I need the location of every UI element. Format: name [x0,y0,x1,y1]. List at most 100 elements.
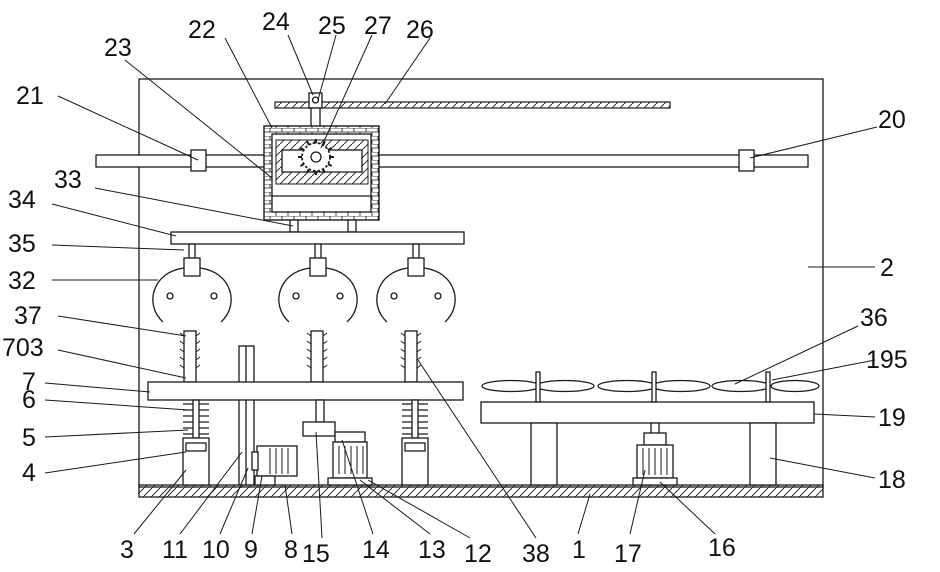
table-leg-left [531,423,557,485]
tray-1-left [482,381,540,392]
label-38: 38 [522,540,550,568]
label-15: 15 [302,540,330,568]
label-34: 34 [8,186,36,214]
leader-33 [95,188,293,226]
conveyor-table [481,402,814,423]
tray-3-left [712,381,770,392]
label-23: 23 [104,34,132,62]
top-rack [275,102,670,108]
gripper-2-head [310,258,326,276]
leader-7 [45,383,150,392]
brush-rod-1-body [184,331,196,382]
label-22: 22 [188,16,216,44]
leader-703 [58,350,186,378]
label-25: 25 [318,12,346,40]
tray-1-pin [536,372,540,402]
label-19: 19 [878,404,906,432]
tray-group-2 [598,372,710,402]
gripper-1-head [184,258,200,276]
gripper-3-pivot-right [435,293,441,299]
motor-9-coupling [252,452,258,470]
brush-rod-3 [401,331,421,382]
leader-6 [45,400,188,410]
rotary-base [633,478,677,485]
tray-group-1 [482,372,594,402]
screw-nut [303,422,335,436]
tray-3-right [771,381,819,392]
label-13: 13 [418,536,446,564]
spring-rod-left [193,400,199,438]
label-703: 703 [2,334,44,362]
gripper-1-pivot-right [211,293,217,299]
cylinder-left-cap [186,443,206,451]
label-16: 16 [708,534,736,562]
rotary-top [644,433,666,445]
motor-9-base [255,476,275,485]
label-26: 26 [406,16,434,44]
tray-2-right [652,381,710,392]
label-21: 21 [16,82,44,110]
label-4: 4 [22,459,36,487]
label-8: 8 [284,536,298,564]
gripper-3-rod [413,244,419,259]
label-1: 1 [572,536,586,564]
leader-10 [220,468,248,534]
gripper-2 [279,244,357,322]
label-14: 14 [362,536,390,564]
label-12: 12 [464,540,492,568]
label-32: 32 [8,267,36,295]
leader-24 [288,35,313,95]
gripper-1 [153,244,231,322]
leader-22 [225,38,272,128]
label-20: 20 [878,106,906,134]
label-6: 6 [22,386,36,414]
tray-3-pin [766,372,770,402]
leader-3 [134,470,186,534]
motor-14 [333,442,367,478]
gripper-2-rod [315,244,321,259]
leader-5 [45,430,188,437]
lift-plate [148,382,463,400]
gripper-beam [171,232,464,244]
slide-pin [313,97,319,103]
label-18: 18 [878,466,906,494]
brush-rod-1 [180,331,200,382]
leader-25 [318,35,336,100]
rail-slider-right [739,150,754,171]
leader-37 [58,316,186,336]
gripper-2-pivot-right [337,293,343,299]
table-leg-right [750,423,776,485]
lift-screw [316,400,324,422]
tray-1-right [536,381,594,392]
gripper-1-pivot-left [167,293,173,299]
gripper-3-pivot-left [391,293,397,299]
gripper-2-pivot-left [293,293,299,299]
leader-20 [750,127,877,158]
leader-26 [385,38,430,104]
base-plate [139,485,823,497]
brush-rod-3-body [405,331,417,382]
spring-rod-right [412,400,418,438]
label-9: 9 [244,536,258,564]
label-5: 5 [22,424,36,452]
leader-21 [58,96,198,160]
cylinder-right-cap [405,443,425,451]
gripper-3 [377,244,455,322]
label-10: 10 [202,536,230,564]
leader-35 [52,245,184,250]
label-2: 2 [880,254,894,282]
motor-14-top [335,432,365,442]
tray-2-pin [652,372,656,402]
gripper-1-rod [189,244,195,259]
tray-group-3 [712,372,819,402]
leader-4 [45,452,186,473]
label-3: 3 [120,536,134,564]
leader-1 [578,494,590,534]
hanger-rod-right [348,220,356,232]
label-36: 36 [860,304,888,332]
gear-hub [311,152,321,162]
gripper-3-head [408,258,424,276]
label-33: 33 [54,166,82,194]
